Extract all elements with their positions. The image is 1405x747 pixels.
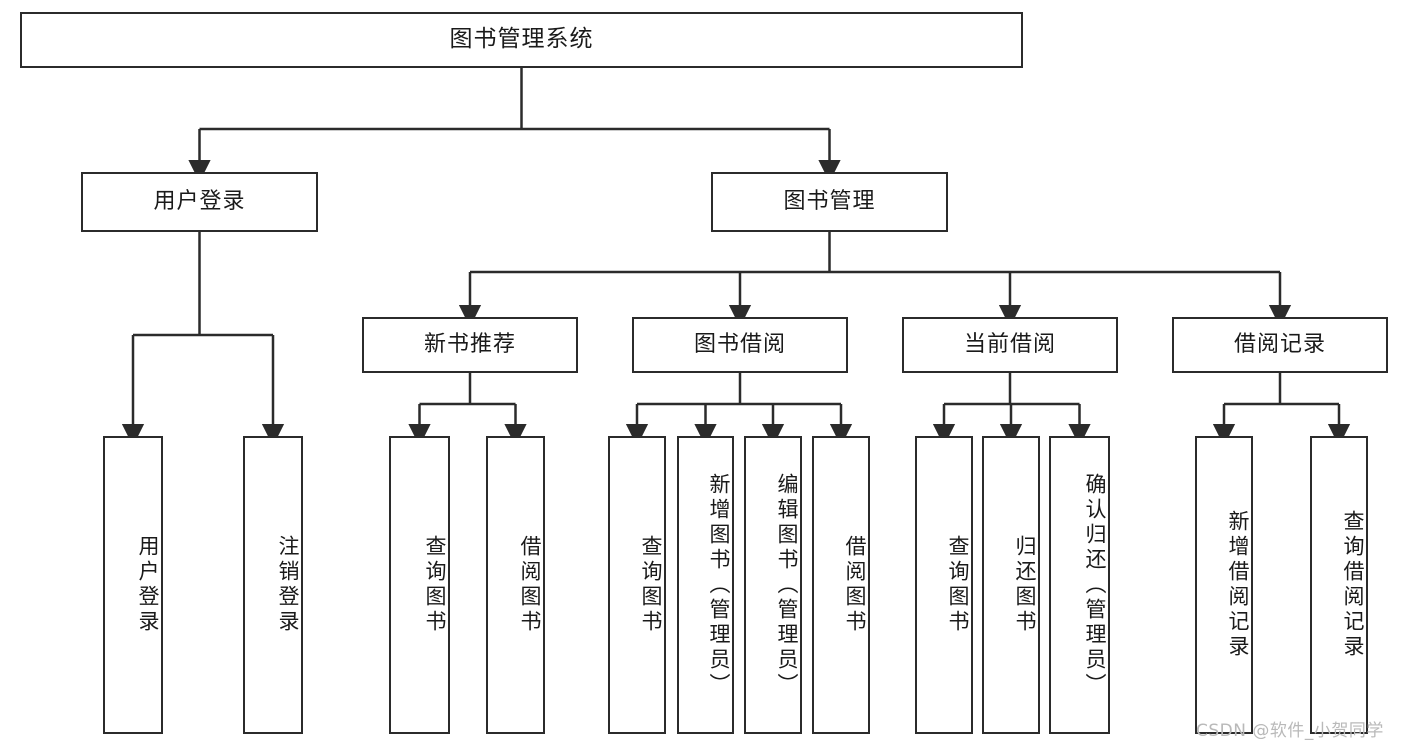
node-label: 新增借阅记录 [1226, 510, 1250, 660]
node-leaf-user-login[interactable]: 用户登录 [103, 436, 163, 734]
node-label: 新增图书（管理员） [707, 472, 731, 698]
node-book-borrow[interactable]: 图书借阅 [632, 317, 848, 373]
node-leaf-add-record[interactable]: 新增借阅记录 [1195, 436, 1253, 734]
node-leaf-query-record[interactable]: 查询借阅记录 [1310, 436, 1368, 734]
csdn-watermark: CSDN @软件_小贺同学 [1196, 721, 1384, 741]
node-label: 查询图书 [639, 535, 663, 635]
node-current-borrow[interactable]: 当前借阅 [902, 317, 1118, 373]
node-leaf-borrow-book-1[interactable]: 借阅图书 [486, 436, 545, 734]
node-label: 借阅图书 [518, 535, 542, 635]
node-leaf-query-book-3[interactable]: 查询图书 [915, 436, 973, 734]
node-label: 查询图书 [423, 535, 447, 635]
node-label: 确认归还（管理员） [1083, 472, 1107, 698]
node-user-login[interactable]: 用户登录 [81, 172, 318, 232]
node-label: 归还图书 [1013, 535, 1037, 635]
node-label: 查询借阅记录 [1341, 510, 1365, 660]
node-leaf-borrow-book-2[interactable]: 借阅图书 [812, 436, 870, 734]
node-new-book-rec[interactable]: 新书推荐 [362, 317, 578, 373]
node-book-manage[interactable]: 图书管理 [711, 172, 948, 232]
node-leaf-query-book-1[interactable]: 查询图书 [389, 436, 450, 734]
node-label: 查询图书 [946, 535, 970, 635]
node-leaf-logout[interactable]: 注销登录 [243, 436, 303, 734]
node-leaf-edit-book[interactable]: 编辑图书（管理员） [744, 436, 802, 734]
node-borrow-record[interactable]: 借阅记录 [1172, 317, 1388, 373]
node-leaf-add-book[interactable]: 新增图书（管理员） [677, 436, 734, 734]
node-leaf-return-book[interactable]: 归还图书 [982, 436, 1040, 734]
node-label: 注销登录 [276, 535, 300, 635]
node-root[interactable]: 图书管理系统 [20, 12, 1023, 68]
node-leaf-confirm-return[interactable]: 确认归还（管理员） [1049, 436, 1110, 734]
node-label: 借阅图书 [843, 535, 867, 635]
node-leaf-query-book-2[interactable]: 查询图书 [608, 436, 666, 734]
node-label: 编辑图书（管理员） [775, 472, 799, 698]
node-label: 用户登录 [136, 535, 160, 635]
